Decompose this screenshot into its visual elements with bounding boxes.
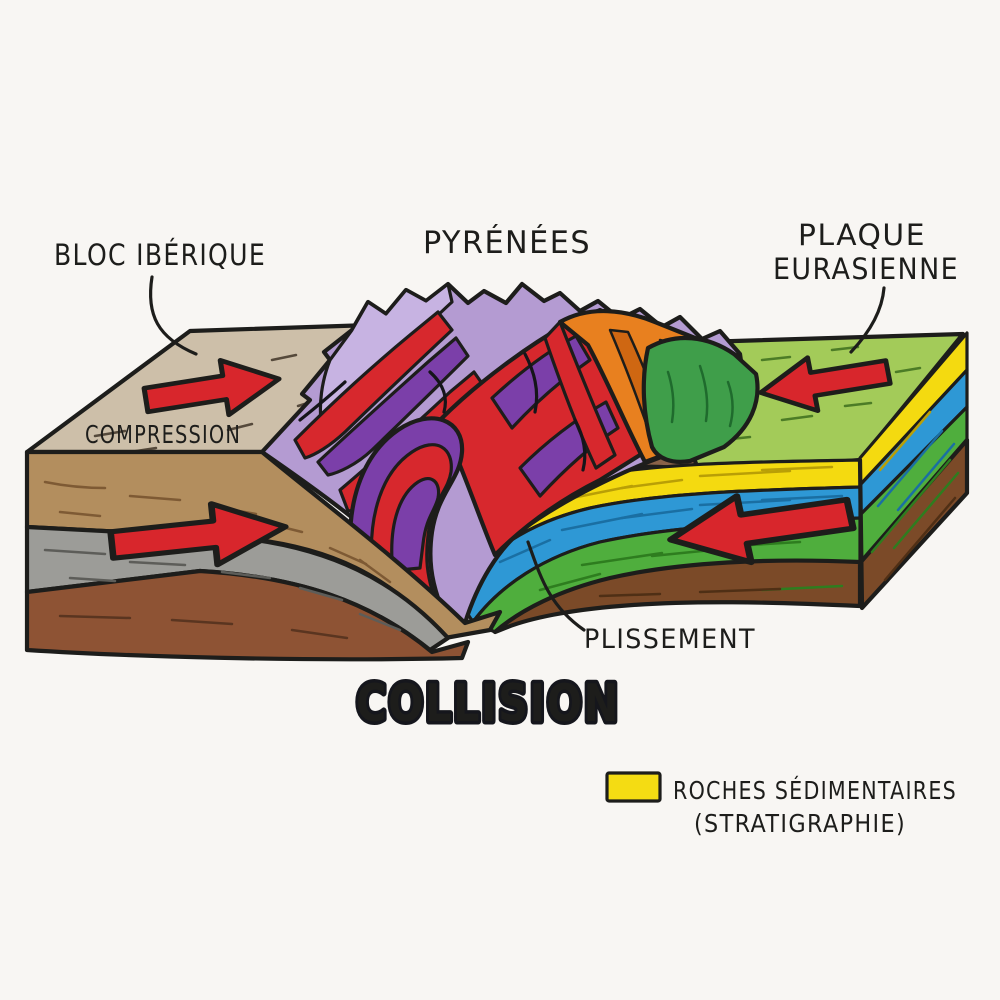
fold-lines xyxy=(298,352,587,472)
label-compression: COMPRESSION xyxy=(85,420,241,449)
iberian-brown-layer xyxy=(24,568,471,662)
fold-red-band-upper xyxy=(293,310,454,460)
leader-bloc-iberique xyxy=(148,275,198,356)
foothills-texture xyxy=(666,364,734,428)
yellow-band-texture xyxy=(560,410,932,502)
legend-swatch xyxy=(605,771,662,803)
leader-lines xyxy=(148,275,886,632)
label-pyrenees: PYRÉNÉES xyxy=(423,225,591,261)
legend-line2: (STRATIGRAPHIE) xyxy=(694,809,906,838)
orange-red-stripe xyxy=(543,320,617,470)
front-right-edge xyxy=(857,457,865,609)
leader-plaque-eurasienne xyxy=(849,286,886,354)
green-foothills xyxy=(641,335,760,464)
title-collision: COLLISION xyxy=(356,674,620,734)
leader-plissement xyxy=(526,540,586,632)
front-base-brown xyxy=(492,558,863,635)
legend: ROCHES SÉDIMENTAIRES (STRATIGRAPHIE) xyxy=(605,771,957,838)
brown-layer-texture xyxy=(58,614,349,640)
syncline-core-purple xyxy=(390,477,441,572)
label-bloc-iberique: BLOC IBÉRIQUE xyxy=(54,238,266,272)
brown-base-texture xyxy=(598,496,957,598)
label-plaque-line1: PLAQUE xyxy=(798,218,926,252)
labels: BLOC IBÉRIQUE PYRÉNÉES PLAQUE EURASIENNE… xyxy=(54,218,959,738)
blue-band-texture xyxy=(498,429,956,564)
label-plaque-line2: EURASIENNE xyxy=(773,252,959,286)
legend-line1: ROCHES SÉDIMENTAIRES xyxy=(673,776,957,805)
pyrenees-mountains xyxy=(259,281,760,626)
gray-layer-texture xyxy=(43,548,402,632)
label-plissement: PLISSEMENT xyxy=(584,624,756,655)
